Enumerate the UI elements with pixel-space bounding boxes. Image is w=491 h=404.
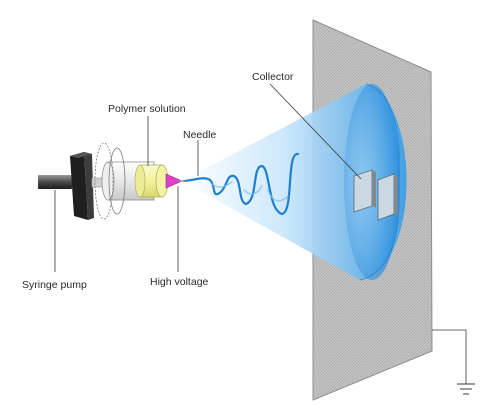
label-collector: Collector: [252, 71, 294, 83]
label-needle: Needle: [183, 129, 216, 141]
label-polymer-solution: Polymer solution: [108, 103, 186, 115]
syringe-pump: [38, 152, 94, 220]
polymer-solution: [134, 164, 169, 198]
label-syringe-pump: Syringe pump: [22, 279, 87, 291]
ground-icon: [457, 383, 475, 395]
collector-electrodes: [353, 169, 398, 221]
leader-lines: [54, 83, 467, 384]
needle-tip: [165, 173, 183, 189]
fiber-spiral: [182, 152, 300, 216]
label-high-voltage: High voltage: [150, 276, 209, 288]
